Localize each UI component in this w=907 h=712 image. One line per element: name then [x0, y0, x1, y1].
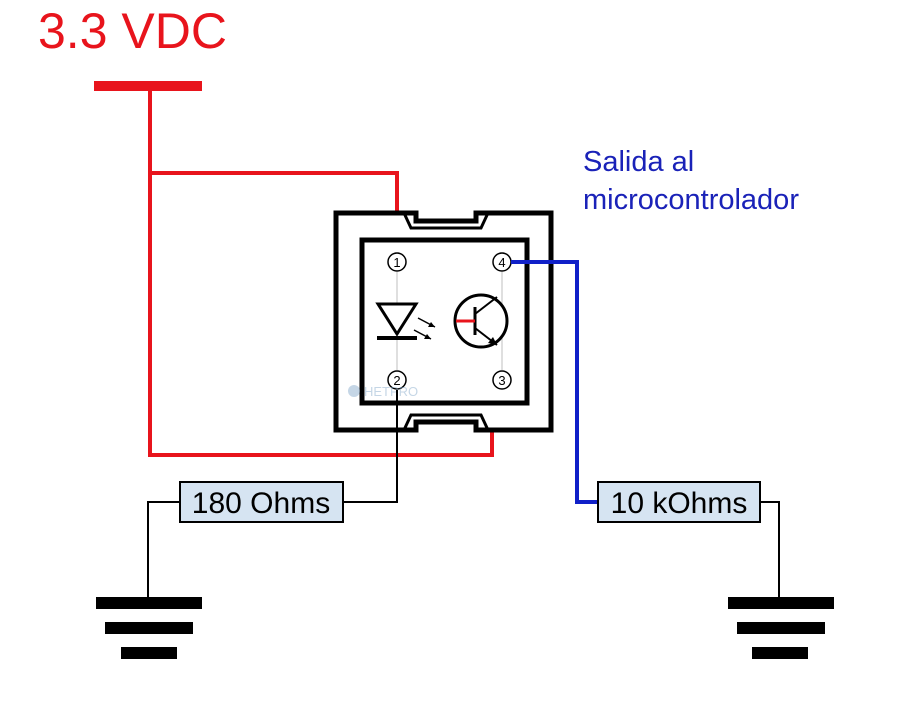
watermark-text: HETPRO — [364, 384, 418, 399]
npn-phototransistor-icon — [453, 293, 509, 349]
watermark-logo: HETPRO — [348, 384, 418, 399]
pin-1: 1 — [387, 252, 407, 272]
output-label-line2: microcontrolador — [583, 184, 799, 216]
led-diode-icon — [375, 302, 436, 340]
ground-symbol-icon — [96, 597, 202, 659]
pin-3-label: 3 — [498, 373, 505, 388]
pin-4: 4 — [492, 252, 512, 272]
led-ground-wire — [147, 501, 180, 600]
pin-2-label: 2 — [393, 373, 400, 388]
pin-3: 3 — [492, 370, 512, 390]
supply-voltage-label: 3.3 VDC — [38, 3, 227, 59]
package-top-notch — [402, 212, 490, 230]
package-bottom-notch — [402, 413, 490, 431]
pin-4-label: 4 — [498, 255, 505, 270]
ground-symbol-icon — [728, 597, 834, 659]
pin-1-label: 1 — [393, 255, 400, 270]
resistor-180-label: 180 Ohms — [192, 487, 330, 520]
output-wire — [511, 260, 598, 504]
resistor-10k-ohms: 10 kOhms — [597, 481, 761, 523]
resistor-10k-label: 10 kOhms — [611, 487, 748, 520]
resistor-180-ohms: 180 Ohms — [179, 481, 344, 523]
output-label-line1: Salida al — [583, 146, 694, 178]
led-cathode-wire — [343, 390, 398, 503]
optocoupler-package: 1 2 3 4 — [333, 210, 554, 433]
pin-2: 2 — [387, 370, 407, 390]
pulldown-ground-wire — [760, 501, 780, 600]
supply-rail — [94, 81, 202, 91]
